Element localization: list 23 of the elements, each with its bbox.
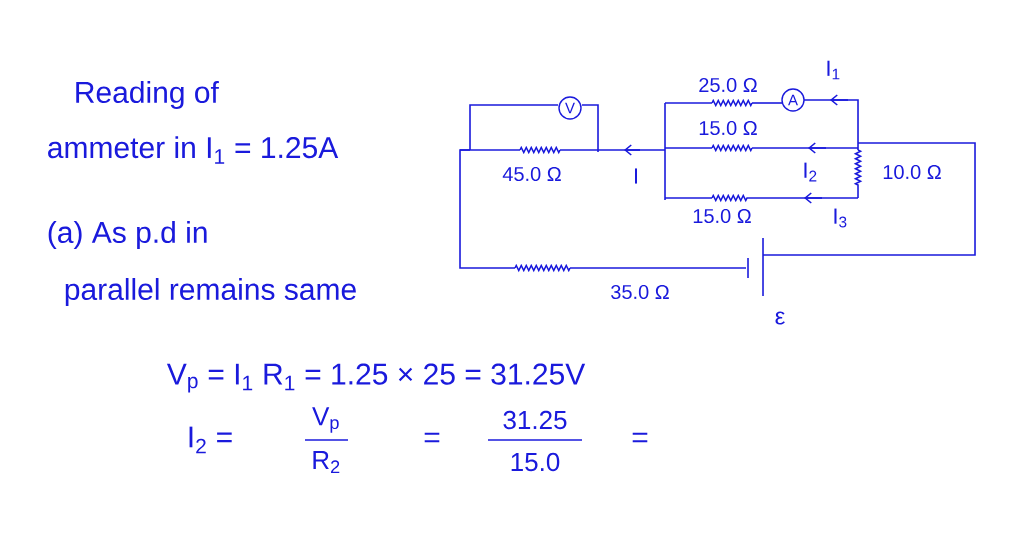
resistance-label: 15.0 Ω	[699, 120, 757, 136]
handwritten-text: (a) As p.d in	[48, 221, 207, 249]
resistance-label: 10.0 Ω	[883, 164, 941, 180]
current-label: I$_{2}$	[804, 162, 817, 182]
handwritten-text: Reading of	[76, 81, 219, 109]
current-label: I$_{3}$	[834, 208, 847, 228]
handwritten-text: parallel remains same	[65, 278, 356, 306]
fraction-denominator: R$_{2}$	[313, 451, 340, 473]
resistance-label: 35.0 Ω	[611, 284, 669, 300]
current-label: I	[635, 168, 638, 184]
resistance-label: 45.0 Ω	[502, 166, 561, 182]
equation: V$_{p}$ = I$_{1}$ R$_{1}$ = 1.25 × 25 = 31.25V	[166, 363, 586, 393]
handwritten-text: ammeter in I$_{1}$ = 1.25A	[48, 136, 339, 164]
fraction-numerator: 31.25	[503, 410, 567, 430]
resistance-label: 25.0 Ω	[699, 77, 757, 93]
fraction-numerator: V$_{p}$	[312, 407, 339, 433]
resistance-label: 15.0 Ω	[693, 208, 751, 224]
emf-label: ε	[775, 311, 785, 325]
equals-sign: =	[424, 432, 440, 443]
current-label: I$_{1}$	[827, 60, 840, 80]
fraction-denominator: 15.0	[511, 452, 560, 472]
equation: I$_{2}$ =	[189, 426, 232, 454]
equals-sign: =	[632, 432, 648, 443]
